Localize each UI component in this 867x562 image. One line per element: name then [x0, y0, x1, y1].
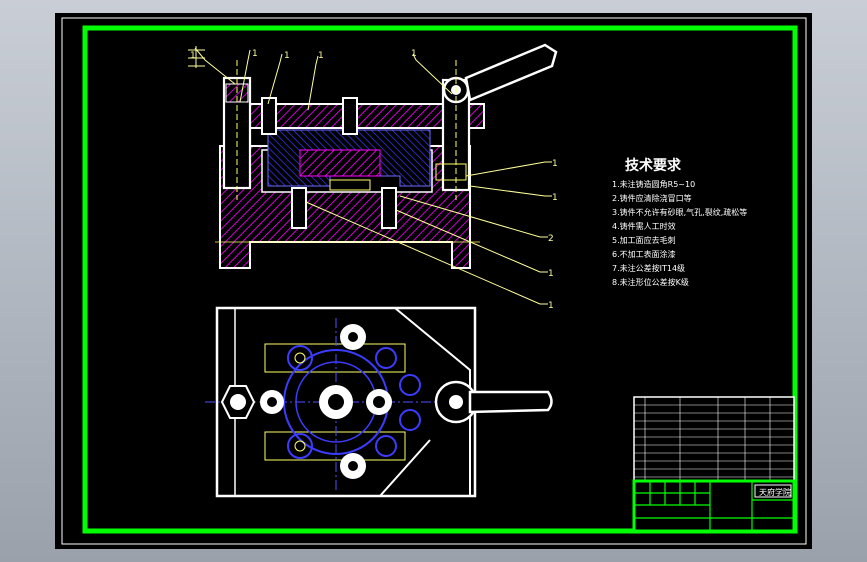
label-1b: 1 [252, 49, 258, 59]
drawing-sheet: 1 1 1 1 1 1 1 2 1 1 [61, 17, 807, 545]
label-1e: 1 [411, 49, 417, 59]
tech-req-item: 8.未注形位公差按K级 [612, 277, 689, 287]
school-name: 天府学院 [759, 487, 791, 497]
tech-req-item: 7.未注公差按IT14级 [612, 263, 685, 273]
technical-requirements: 技术要求 1.未注铸造圆角R5~10 2.铸件应清除浇冒口等 3.铸件不允许有砂… [612, 157, 747, 287]
front-section-view [215, 43, 558, 269]
label-1c: 1 [284, 51, 290, 61]
top-view [205, 306, 553, 498]
label-1f: 1 [552, 159, 558, 169]
tech-req-item: 3.铸件不允许有砂眼,气孔,裂纹,疏松等 [612, 207, 747, 217]
label-2: 2 [548, 234, 554, 244]
inner-frame [82, 25, 798, 534]
label-1g: 1 [552, 193, 558, 203]
leaders [194, 47, 552, 305]
tech-req-item: 2.铸件应清除浇冒口等 [612, 193, 692, 203]
tech-req-item: 1.未注铸造圆角R5~10 [612, 179, 695, 189]
label-1d: 1 [318, 51, 324, 61]
outer-border [61, 17, 807, 545]
title-block: 天府学院 [632, 396, 796, 533]
tech-req-item: 5.加工面应去毛刺 [612, 235, 676, 245]
tech-req-title: 技术要求 [625, 157, 682, 174]
part-labels: 1 1 1 1 1 1 1 2 1 1 [190, 49, 558, 311]
label-1h: 1 [548, 269, 554, 279]
label-1i: 1 [548, 301, 554, 311]
label-1a: 1 [190, 51, 196, 61]
cad-viewport[interactable]: 1 1 1 1 1 1 1 2 1 1 [55, 13, 812, 549]
tech-req-item: 6.不加工表面涂漆 [612, 249, 676, 259]
tech-req-item: 4.铸件需人工时效 [612, 221, 676, 231]
datum-symbol [188, 46, 205, 68]
